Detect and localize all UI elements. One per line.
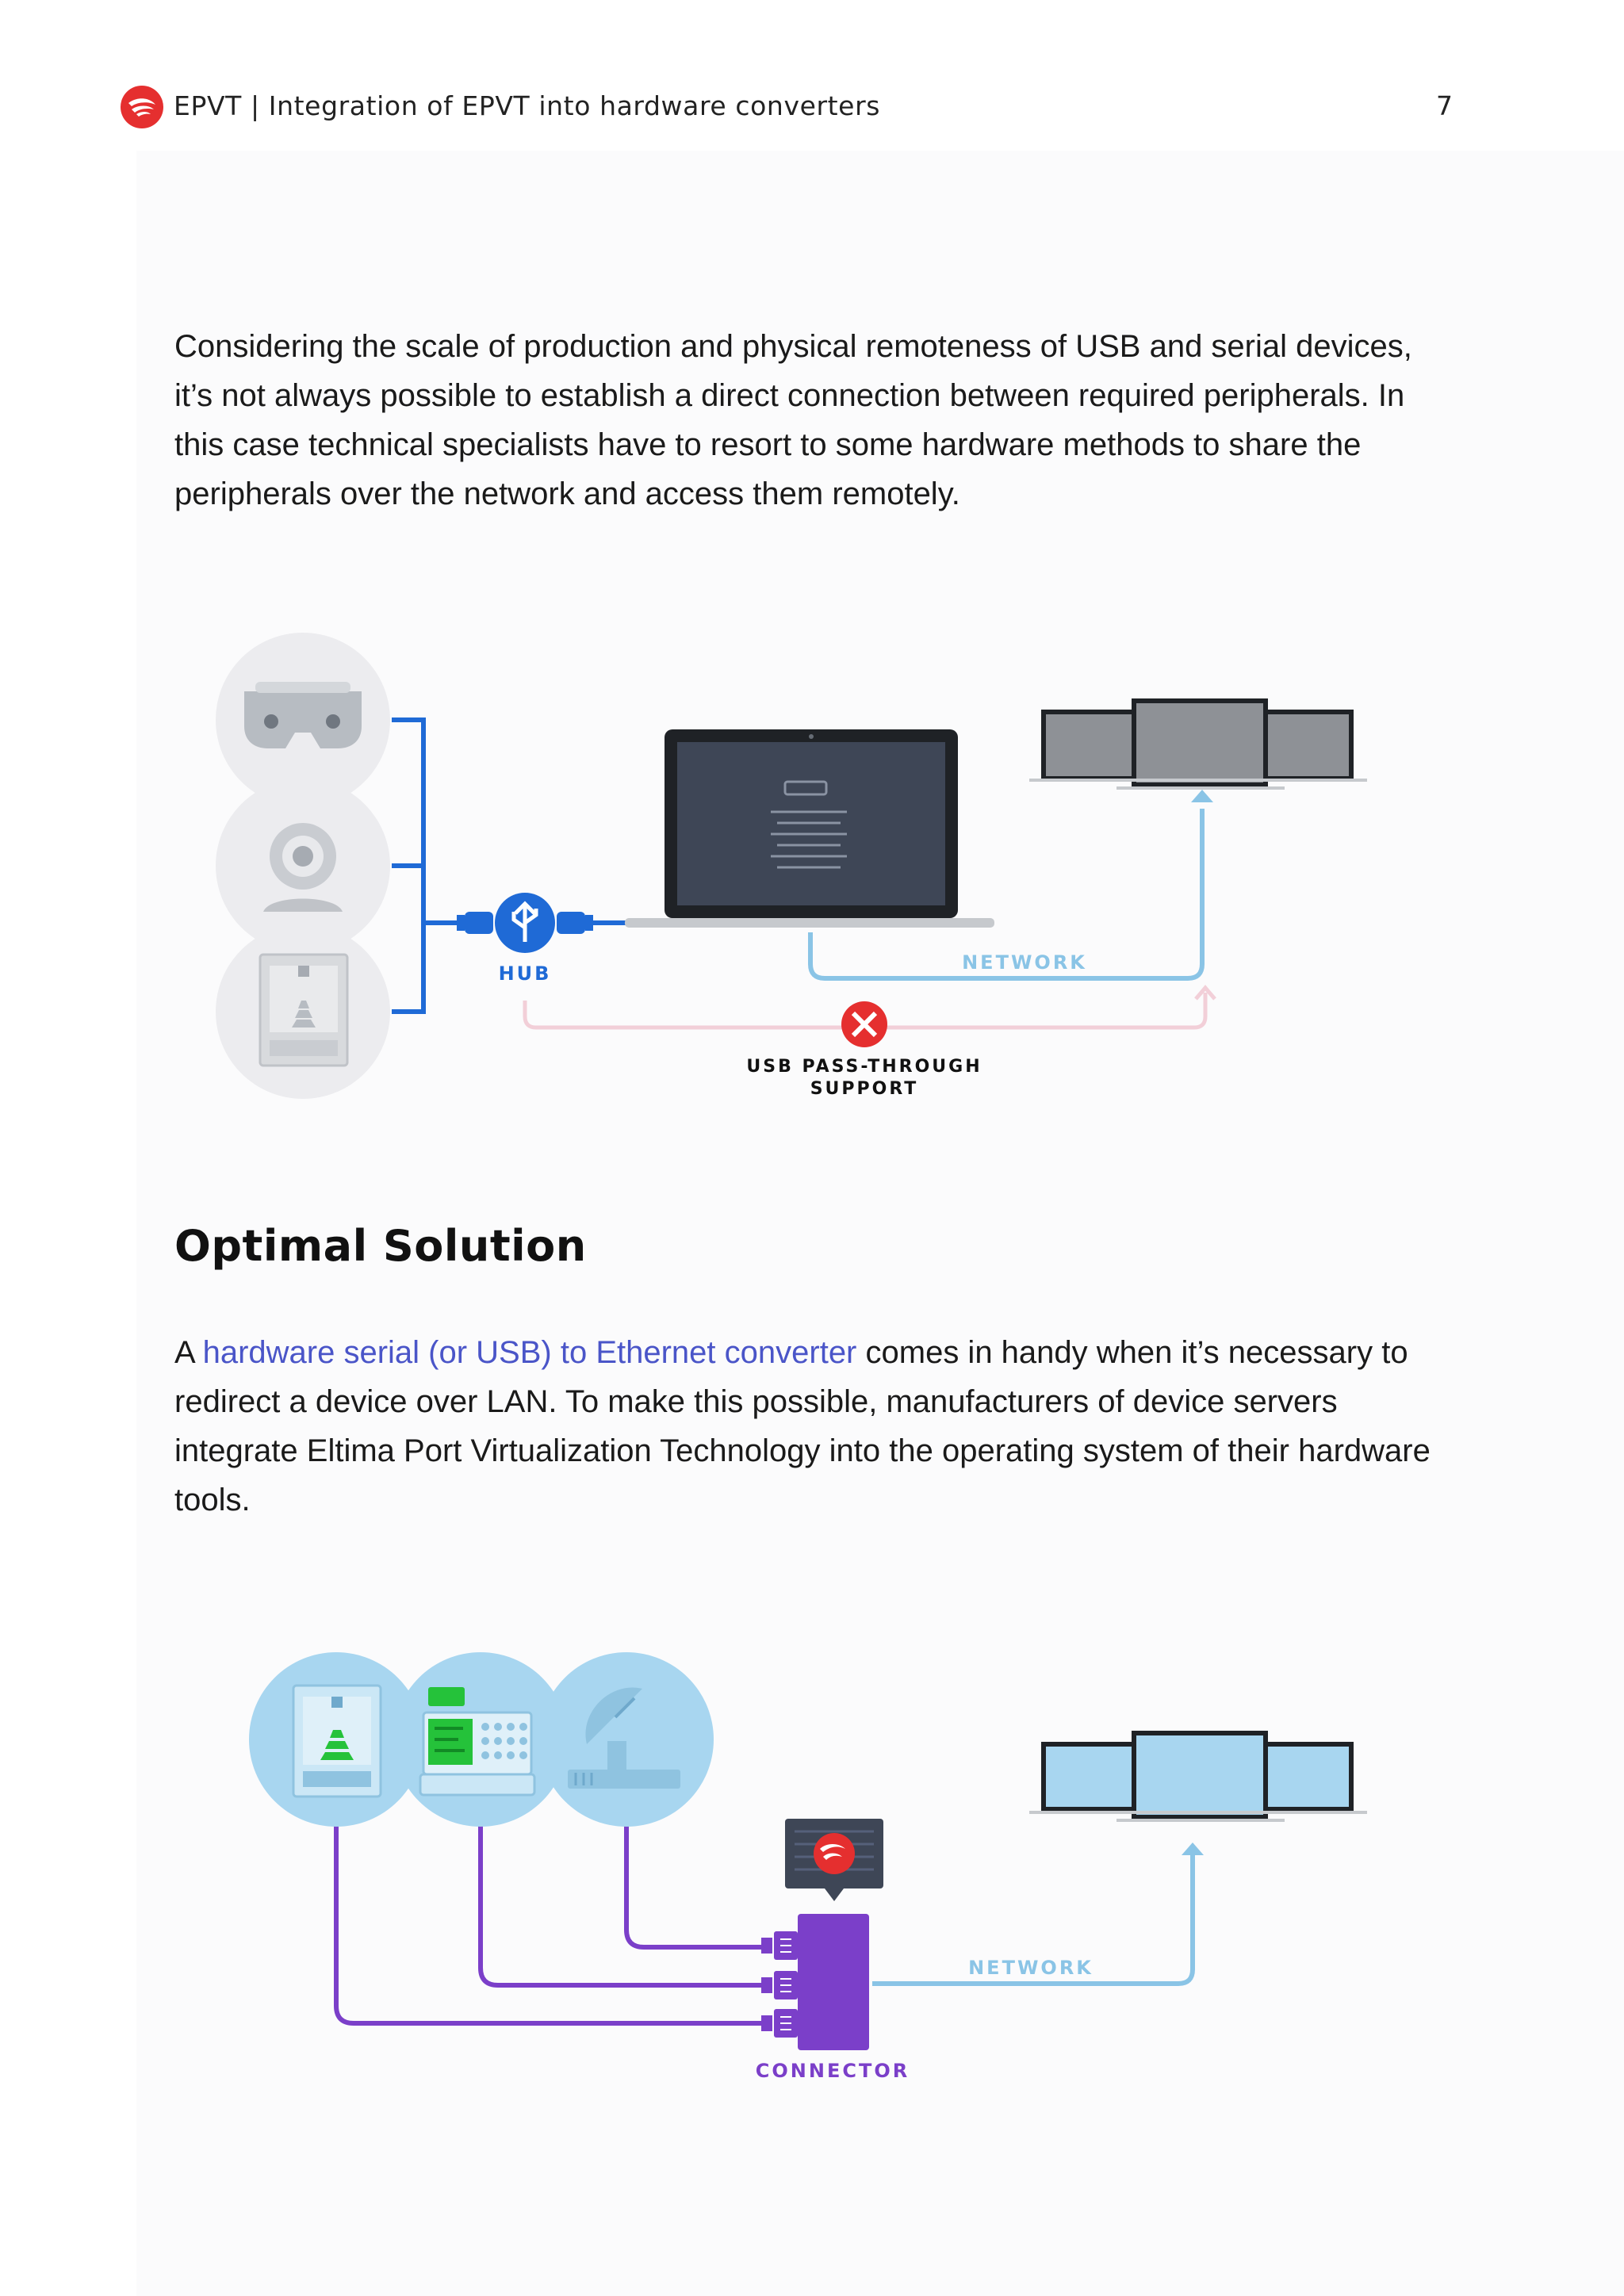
para-prefix: A [174, 1335, 203, 1370]
3d-printer-icon [216, 924, 390, 1099]
para-suffix: comes in handy when it’s necessary to re… [174, 1335, 1431, 1517]
diagram-usb-hub: HUB NETWORK USB PASS-THROUGH SUPPORT [216, 633, 1367, 1099]
section-heading: Optimal Solution [174, 1221, 587, 1271]
intro-paragraph: Considering the scale of production and … [174, 329, 1412, 511]
solution-paragraph: A hardware serial (or USB) to Ethernet c… [174, 1328, 1459, 1525]
page-header: EPVT | Integration of EPVT into hardware… [121, 86, 1453, 128]
eltima-logo-icon [121, 86, 163, 128]
vr-headset-icon [216, 633, 390, 807]
usb-hub-icon [457, 893, 593, 953]
laptop-icon [625, 729, 994, 928]
network-label-1: NETWORK [962, 951, 1087, 974]
hub-label: HUB [499, 962, 552, 985]
converter-link[interactable]: hardware serial (or USB) to Ethernet con… [202, 1335, 857, 1370]
monitors-icon [1029, 698, 1367, 790]
blocked-x-icon [841, 1001, 887, 1047]
usb-passthrough-label-line2: SUPPORT [810, 1079, 919, 1099]
document-title: EPVT | Integration of EPVT into hardware… [174, 90, 881, 121]
webcam-icon [216, 779, 390, 953]
page-number: 7 [1436, 90, 1453, 121]
usb-passthrough-label-line1: USB PASS-THROUGH [746, 1057, 982, 1077]
